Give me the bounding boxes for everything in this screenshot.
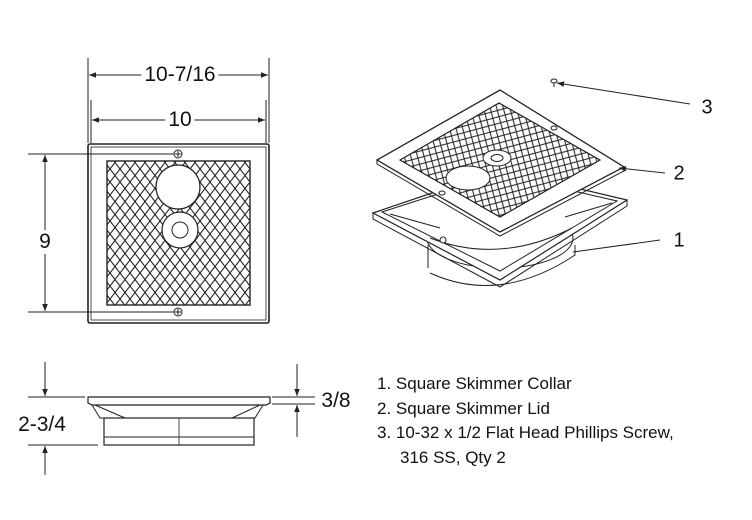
screw-icon bbox=[173, 307, 183, 317]
callout-2: 2 bbox=[673, 162, 685, 185]
isometric-view bbox=[371, 78, 691, 288]
legend-item: 2. Square Skimmer Lid bbox=[377, 398, 550, 418]
lid-iso bbox=[375, 89, 626, 237]
lid-outer-frame bbox=[87, 143, 270, 324]
large-opening bbox=[155, 164, 201, 210]
screw-icon bbox=[173, 149, 183, 159]
leader-1 bbox=[572, 239, 661, 253]
dim-screw-spacing-label: 9 bbox=[36, 230, 54, 254]
dim-flange-thickness-label: 3/8 bbox=[318, 389, 354, 413]
legend-item: 3. 10-32 x 1/2 Flat Head Phillips Screw, bbox=[377, 423, 674, 442]
dim-overall-width-label: 10-7/16 bbox=[141, 63, 219, 87]
parts-legend: 1. Square Skimmer Collar 2. Square Skimm… bbox=[377, 372, 674, 470]
callout-1: 1 bbox=[673, 229, 685, 252]
legend-item-continuation: 316 SS, Qty 2 bbox=[400, 447, 506, 467]
leader-2 bbox=[618, 165, 666, 174]
callout-3: 3 bbox=[701, 96, 713, 119]
side-view bbox=[28, 362, 315, 475]
leader-3 bbox=[556, 81, 691, 105]
dim-overall-height-label: 2-3/4 bbox=[15, 413, 69, 437]
legend-item: 1. Square Skimmer Collar bbox=[377, 374, 572, 393]
top-view bbox=[28, 58, 270, 324]
dim-grate-width-label: 10 bbox=[165, 108, 195, 132]
screw-iso-icon bbox=[550, 78, 558, 87]
